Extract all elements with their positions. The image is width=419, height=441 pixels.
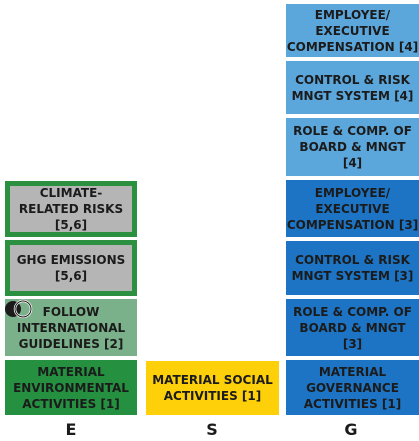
g-role-board-4: ROLE & COMP. OF BOARD & MNGT [4] — [286, 118, 419, 176]
g-control-risk-4: CONTROL & RISK MNGT SYSTEM [4] — [286, 61, 419, 114]
axis-label-s: S — [206, 420, 218, 439]
e-climate-related-risks: CLIMATE- RELATED RISKS [5,6] — [5, 181, 137, 237]
g-control-risk-3: CONTROL & RISK MNGT SYSTEM [3] — [286, 241, 419, 295]
g-material-governance-1: MATERIAL GOVERNANCE ACTIVITIES [1] — [286, 360, 419, 415]
g-employee-compensation-3: EMPLOYEE/ EXECUTIVE COMPENSATION [3] — [286, 180, 419, 237]
axis-label-e: E — [65, 420, 77, 439]
g-role-board-3: ROLE & COMP. OF BOARD & MNGT [3] — [286, 299, 419, 356]
overlapping-circles-icon — [5, 299, 33, 319]
e-ghg-emissions: GHG EMISSIONS [5,6] — [5, 240, 137, 296]
e-material-environmental-activities: MATERIAL ENVIRONMENTAL ACTIVITIES [1] — [5, 360, 137, 415]
g-employee-compensation-4: EMPLOYEE/ EXECUTIVE COMPENSATION [4] — [286, 4, 419, 57]
s-material-social-activities: MATERIAL SOCIAL ACTIVITIES [1] — [146, 361, 279, 415]
e-follow-international-guidelines: FOLLOW INTERNATIONAL GUIDELINES [2] — [5, 299, 137, 356]
axis-label-g: G — [344, 420, 358, 439]
